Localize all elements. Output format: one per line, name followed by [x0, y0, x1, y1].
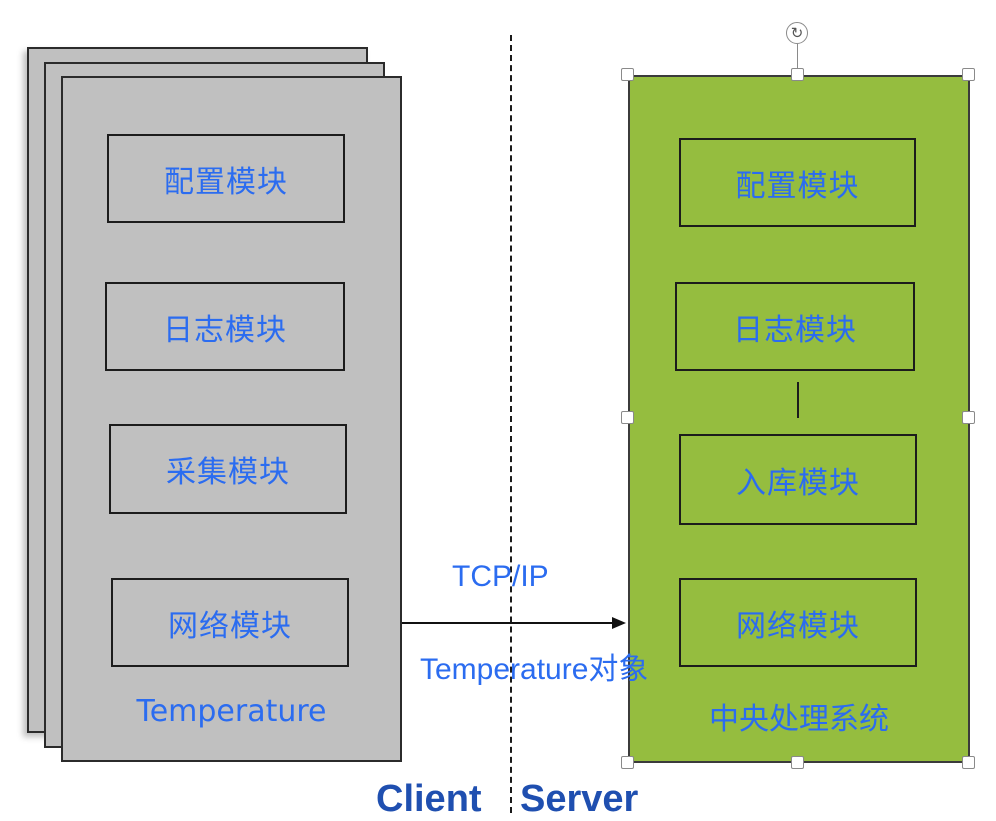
resize-handle-bottom-left[interactable]	[621, 756, 634, 769]
resize-handle-bottom-right[interactable]	[962, 756, 975, 769]
resize-handle-bottom[interactable]	[791, 756, 804, 769]
client-module-log: 日志模块	[105, 282, 345, 371]
client-module-collect: 采集模块	[109, 424, 347, 514]
resize-handle-right[interactable]	[962, 411, 975, 424]
client-container	[61, 76, 402, 762]
rotate-handle-stem	[797, 44, 798, 68]
server-side-label: Server	[520, 778, 639, 820]
server-module-storage: 入库模块	[679, 434, 917, 525]
client-module-config: 配置模块	[107, 134, 345, 223]
server-label: 中央处理系统	[709, 702, 889, 737]
resize-handle-left[interactable]	[621, 411, 634, 424]
connection-arrow	[402, 617, 626, 629]
server-module-log: 日志模块	[675, 282, 915, 371]
rotate-icon[interactable]: ↻	[786, 22, 808, 44]
client-label: Temperature	[136, 694, 327, 729]
server-module-network: 网络模块	[679, 578, 917, 667]
resize-handle-top[interactable]	[791, 68, 804, 81]
client-module-network: 网络模块	[111, 578, 349, 667]
resize-handle-top-right[interactable]	[962, 68, 975, 81]
client-side-label: Client	[376, 778, 482, 820]
protocol-label: TCP/IP	[452, 560, 549, 593]
server-module-connector-line	[797, 382, 799, 418]
server-module-config: 配置模块	[679, 138, 916, 227]
client-server-divider	[510, 35, 512, 813]
arrow-head-icon	[612, 617, 626, 629]
payload-label: Temperature对象	[420, 653, 649, 686]
server-container[interactable]	[628, 75, 970, 763]
resize-handle-top-left[interactable]	[621, 68, 634, 81]
